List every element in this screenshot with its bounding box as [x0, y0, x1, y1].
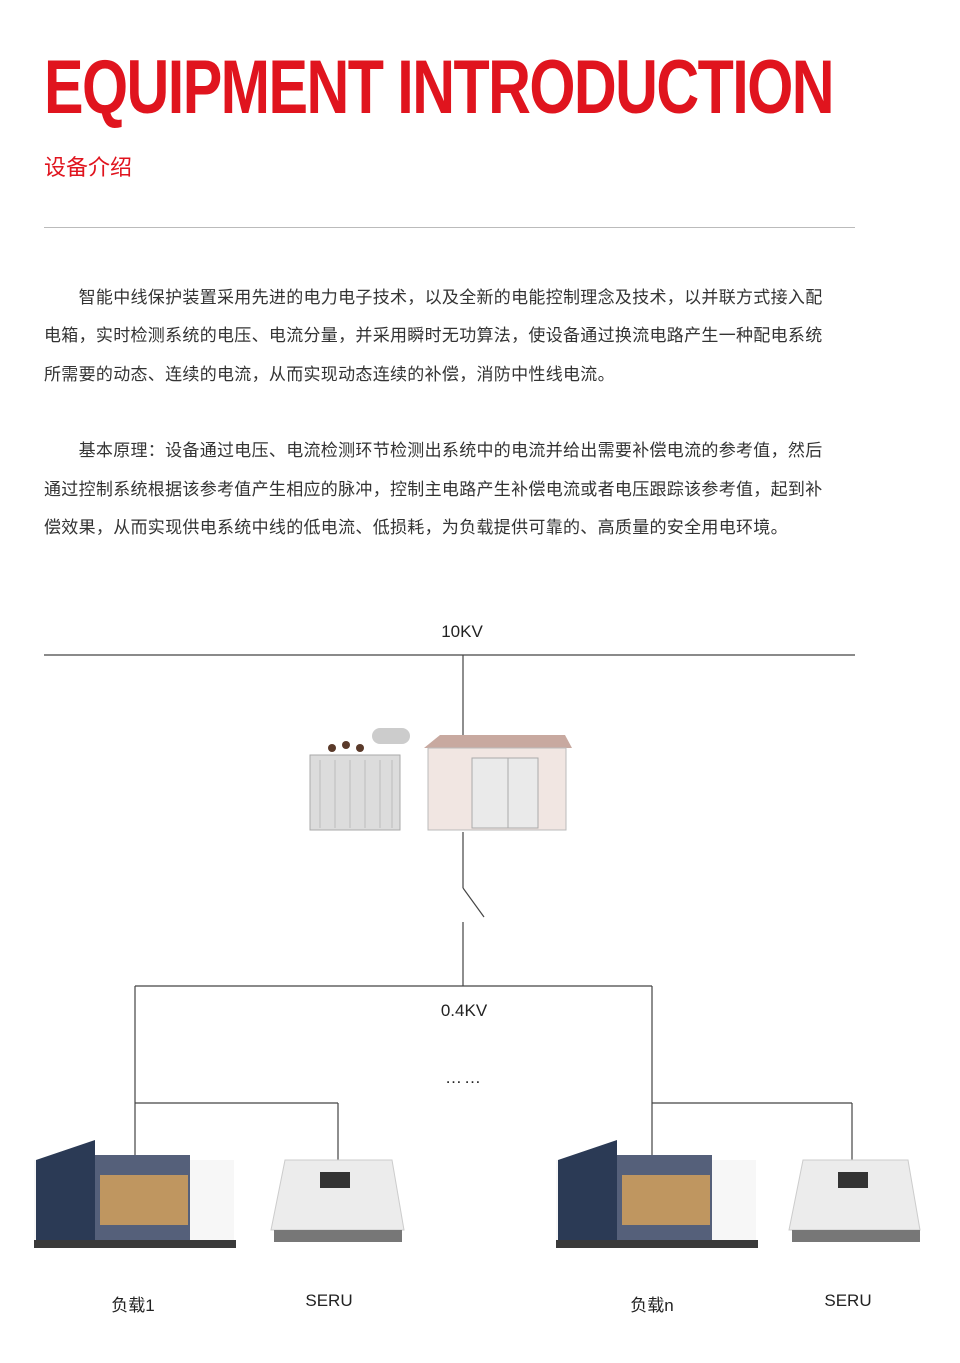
building-image-n	[556, 1140, 758, 1248]
paragraph-line: 通过控制系统根据该参考值产生相应的脉冲，控制主电路产生补偿电流或者电压跟踪该参考…	[44, 480, 823, 500]
label-load-1: 负载1	[111, 1296, 155, 1315]
page-title: EQUIPMENT INTRODUCTION	[44, 45, 835, 130]
label-04kv: 0.4KV	[440, 1001, 488, 1020]
label-load-n: 负载n	[630, 1296, 674, 1315]
paragraph-line: 智能中线保护装置采用先进的电力电子技术，以及全新的电能控制理念及技术，以并联方式…	[44, 288, 823, 308]
page-subtitle: 设备介绍	[44, 156, 133, 181]
label-seru-1: SERU	[305, 1291, 353, 1310]
label-seru-2: SERU	[824, 1291, 872, 1310]
switch	[462, 887, 485, 918]
label-10kv: 10KV	[441, 622, 483, 641]
transformer-image	[309, 728, 410, 831]
paragraph-line: 电箱，实时检测系统的电压、电流分量，并采用瞬时无功算法，使设备通过换流电路产生一…	[44, 326, 823, 346]
building-image-1	[34, 1140, 236, 1248]
ellipsis: ……	[445, 1068, 483, 1087]
paragraph-line: 基本原理：设备通过电压、电流检测环节检测出系统中的电流并给出需要补偿电流的参考值…	[44, 441, 823, 461]
seru-device-image-2	[788, 1159, 921, 1242]
seru-device-image-1	[270, 1159, 405, 1242]
divider	[44, 227, 855, 228]
substation-image	[424, 735, 572, 831]
paragraph-line: 偿效果，从而实现供电系统中线的低电流、低损耗，为负载提供可靠的、高质量的安全用电…	[44, 518, 788, 538]
paragraph-line: 所需要的动态、连续的电流，从而实现动态连续的补偿，消防中性线电流。	[44, 365, 615, 385]
